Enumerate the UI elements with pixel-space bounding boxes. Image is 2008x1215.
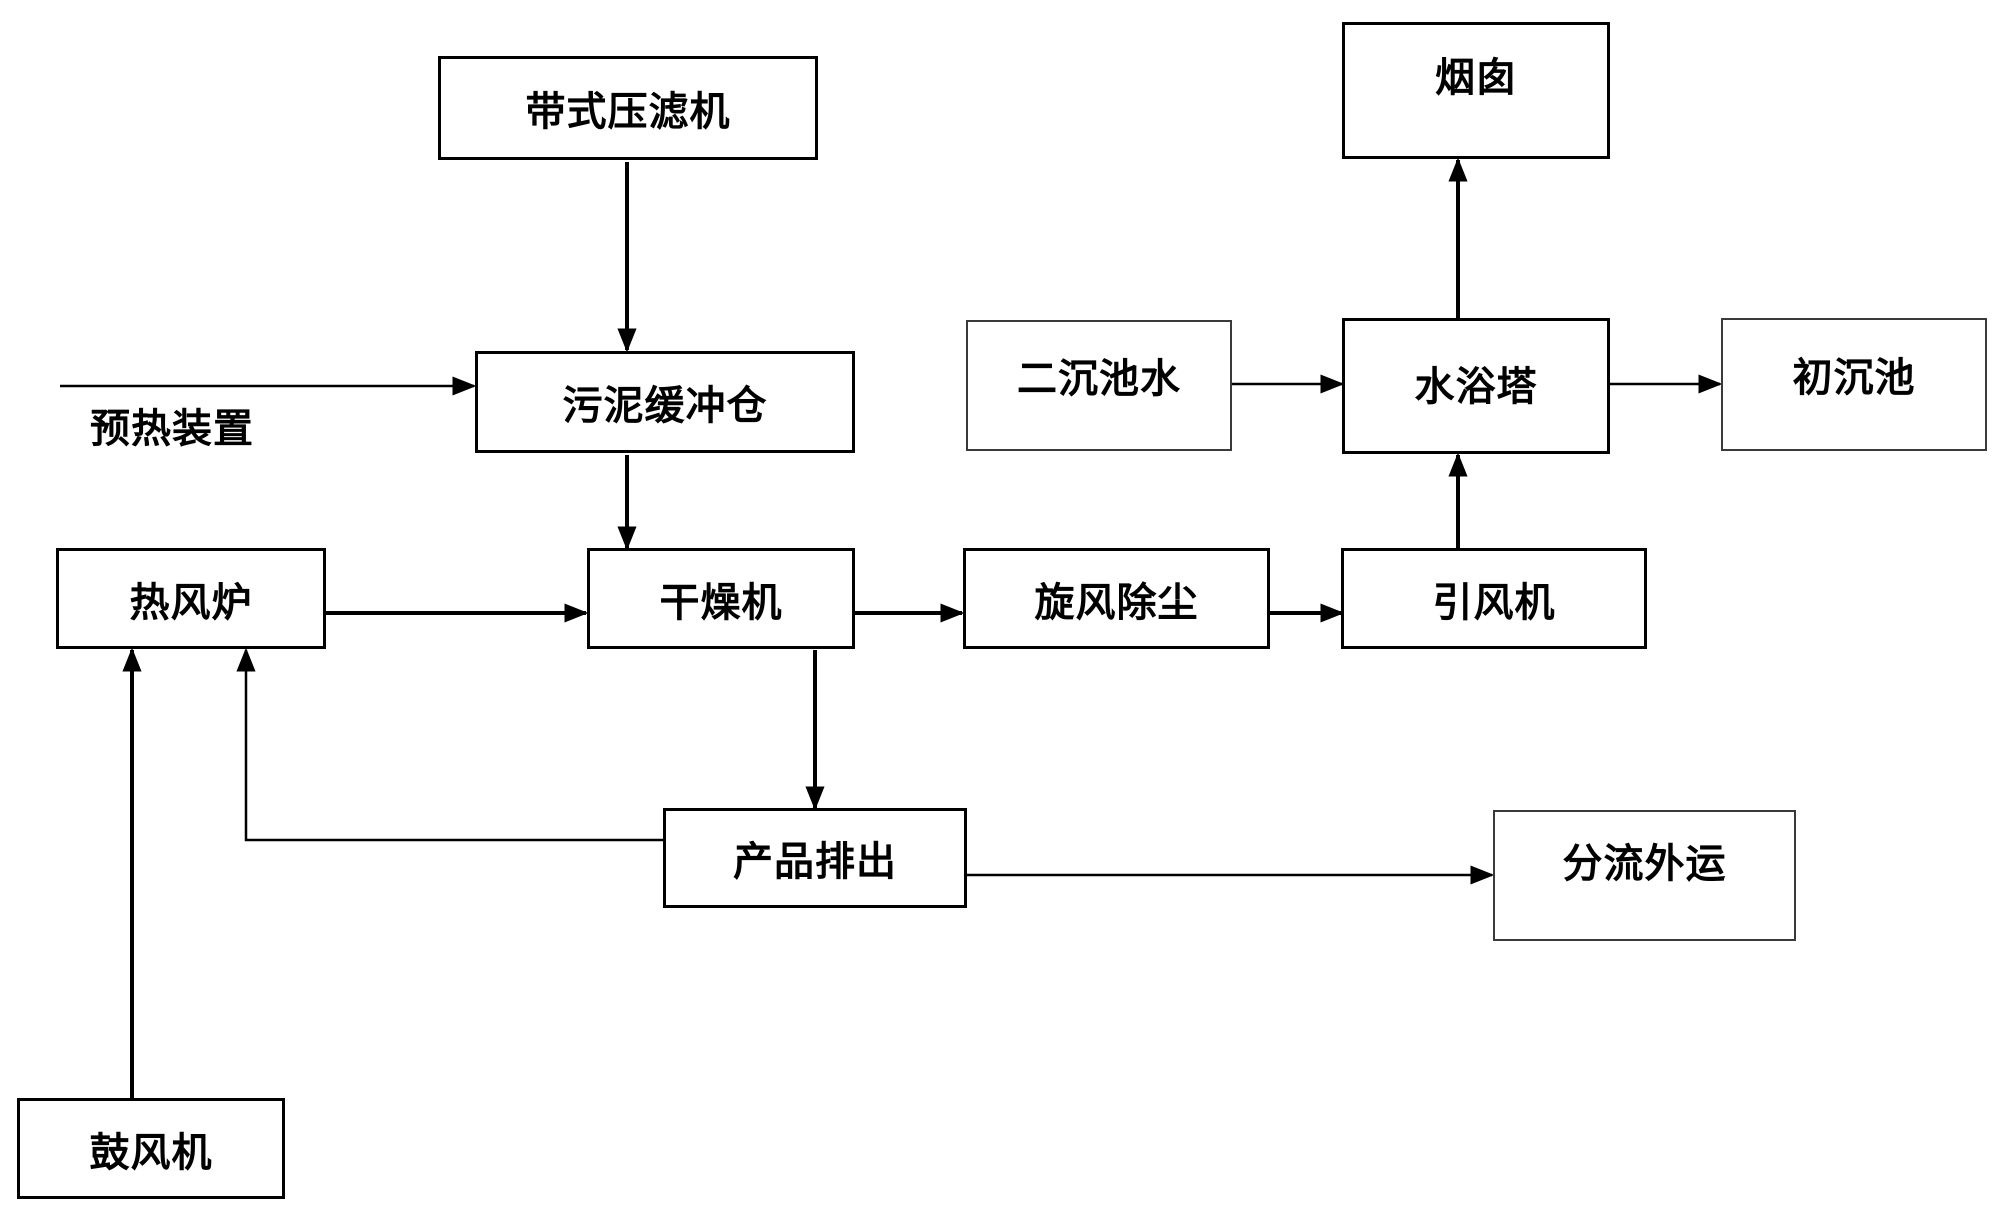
node-label: 产品排出 [733, 839, 897, 885]
node-split-transport: 分流外运 [1493, 810, 1796, 941]
node-label: 带式压滤机 [525, 89, 731, 135]
node-water-bath-tower: 水浴塔 [1342, 318, 1610, 454]
node-primary-clarifier: 初沉池 [1721, 318, 1987, 451]
node-label: 初沉池 [1792, 354, 1916, 401]
node-label: 二沉池水 [1017, 355, 1181, 402]
node-chimney: 烟囱 [1342, 22, 1610, 159]
node-secondary-clarifier-water: 二沉池水 [966, 320, 1232, 451]
node-label: 旋风除尘 [1034, 579, 1199, 626]
node-blower: 鼓风机 [17, 1098, 285, 1199]
node-dryer: 干燥机 [587, 548, 855, 649]
node-cyclone-dust-removal: 旋风除尘 [963, 548, 1270, 649]
node-product-discharge: 产品排出 [663, 808, 967, 908]
node-label: 热风炉 [129, 579, 253, 626]
node-label: 污泥缓冲仓 [562, 383, 768, 429]
node-sludge-buffer-bin: 污泥缓冲仓 [475, 351, 855, 453]
node-label: 烟囱 [1435, 54, 1517, 101]
node-label: 分流外运 [1562, 840, 1727, 887]
edge-product-return-to-furnace [236, 647, 663, 842]
label-text: 预热装置 [90, 406, 254, 452]
node-induced-draft-fan: 引风机 [1341, 548, 1647, 649]
node-label: 鼓风机 [89, 1129, 213, 1176]
node-label: 水浴塔 [1414, 364, 1538, 410]
label-preheating-device: 预热装置 [90, 396, 254, 454]
node-belt-filter-press: 带式压滤机 [438, 56, 818, 160]
node-label: 引风机 [1432, 579, 1556, 626]
node-hot-air-furnace: 热风炉 [56, 548, 326, 649]
node-label: 干燥机 [659, 579, 783, 626]
